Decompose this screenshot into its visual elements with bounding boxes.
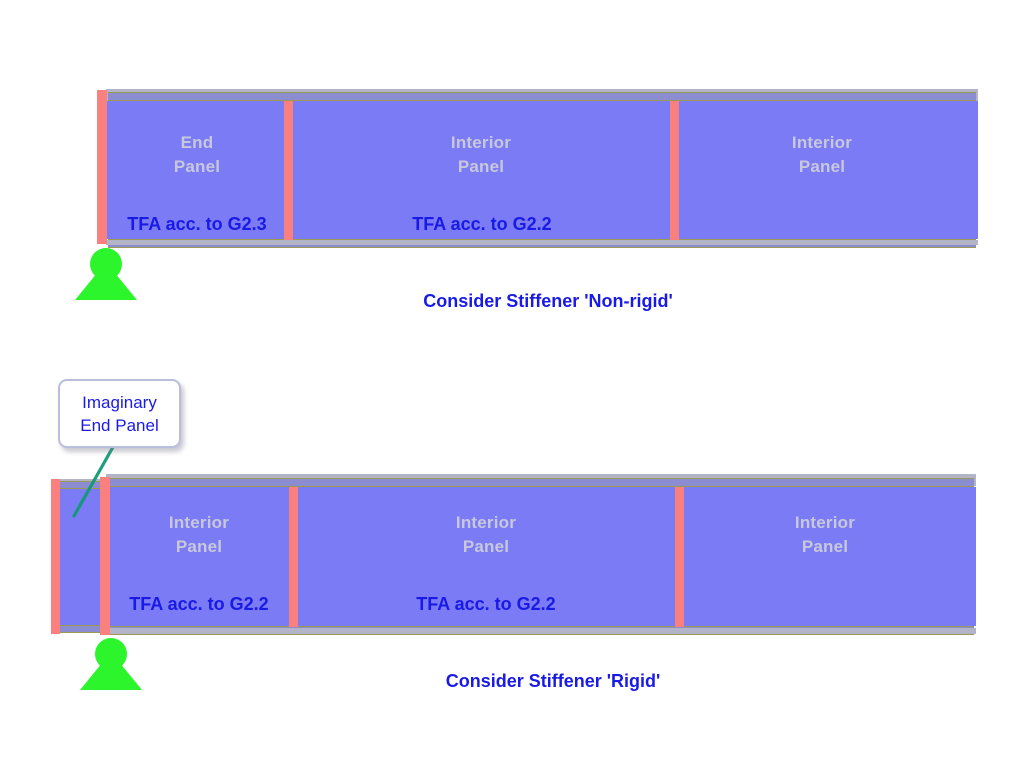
- rigid-stiffener-far-left: [51, 479, 60, 634]
- imaginary-panel-top-flange: [60, 481, 104, 489]
- caption-rigid: Consider Stiffener 'Rigid': [445, 671, 661, 691]
- top-flange: [108, 92, 976, 101]
- web-plate: [106, 101, 978, 239]
- tfa-note-end-panel: TFA acc. to G2.3: [127, 214, 267, 234]
- stiffener-1: [284, 101, 293, 240]
- rigid-bottom-flange-outer: [106, 628, 976, 634]
- rigid-top-flange: [110, 478, 974, 487]
- rigid-web-plate: [106, 487, 976, 626]
- pinned-support-rigid: [80, 638, 142, 690]
- rigid-stiffener-1: [289, 487, 298, 627]
- rigid-stiffener-end-left: [100, 477, 110, 635]
- rigid-tfa-note-1: TFA acc. to G2.2: [129, 594, 269, 614]
- caption-non-rigid: Consider Stiffener 'Non-rigid': [423, 291, 673, 311]
- stiffener-2: [670, 101, 679, 240]
- stiffener-end-left: [97, 90, 107, 244]
- support-circle-icon: [90, 248, 122, 280]
- callout-label: Imaginary End Panel: [80, 392, 159, 435]
- imaginary-panel-bottom-flange: [60, 625, 104, 633]
- imaginary-end-panel-web: [58, 489, 106, 625]
- bottom-flange-outer: [106, 240, 978, 245]
- rigid-tfa-note-2: TFA acc. to G2.2: [416, 594, 556, 614]
- tfa-note-interior-panel: TFA acc. to G2.2: [412, 214, 552, 234]
- rigid-stiffener-2: [675, 487, 684, 627]
- imaginary-end-panel-callout: Imaginary End Panel: [58, 379, 181, 448]
- support-circle-icon: [95, 638, 127, 670]
- pinned-support-non-rigid: [75, 248, 137, 300]
